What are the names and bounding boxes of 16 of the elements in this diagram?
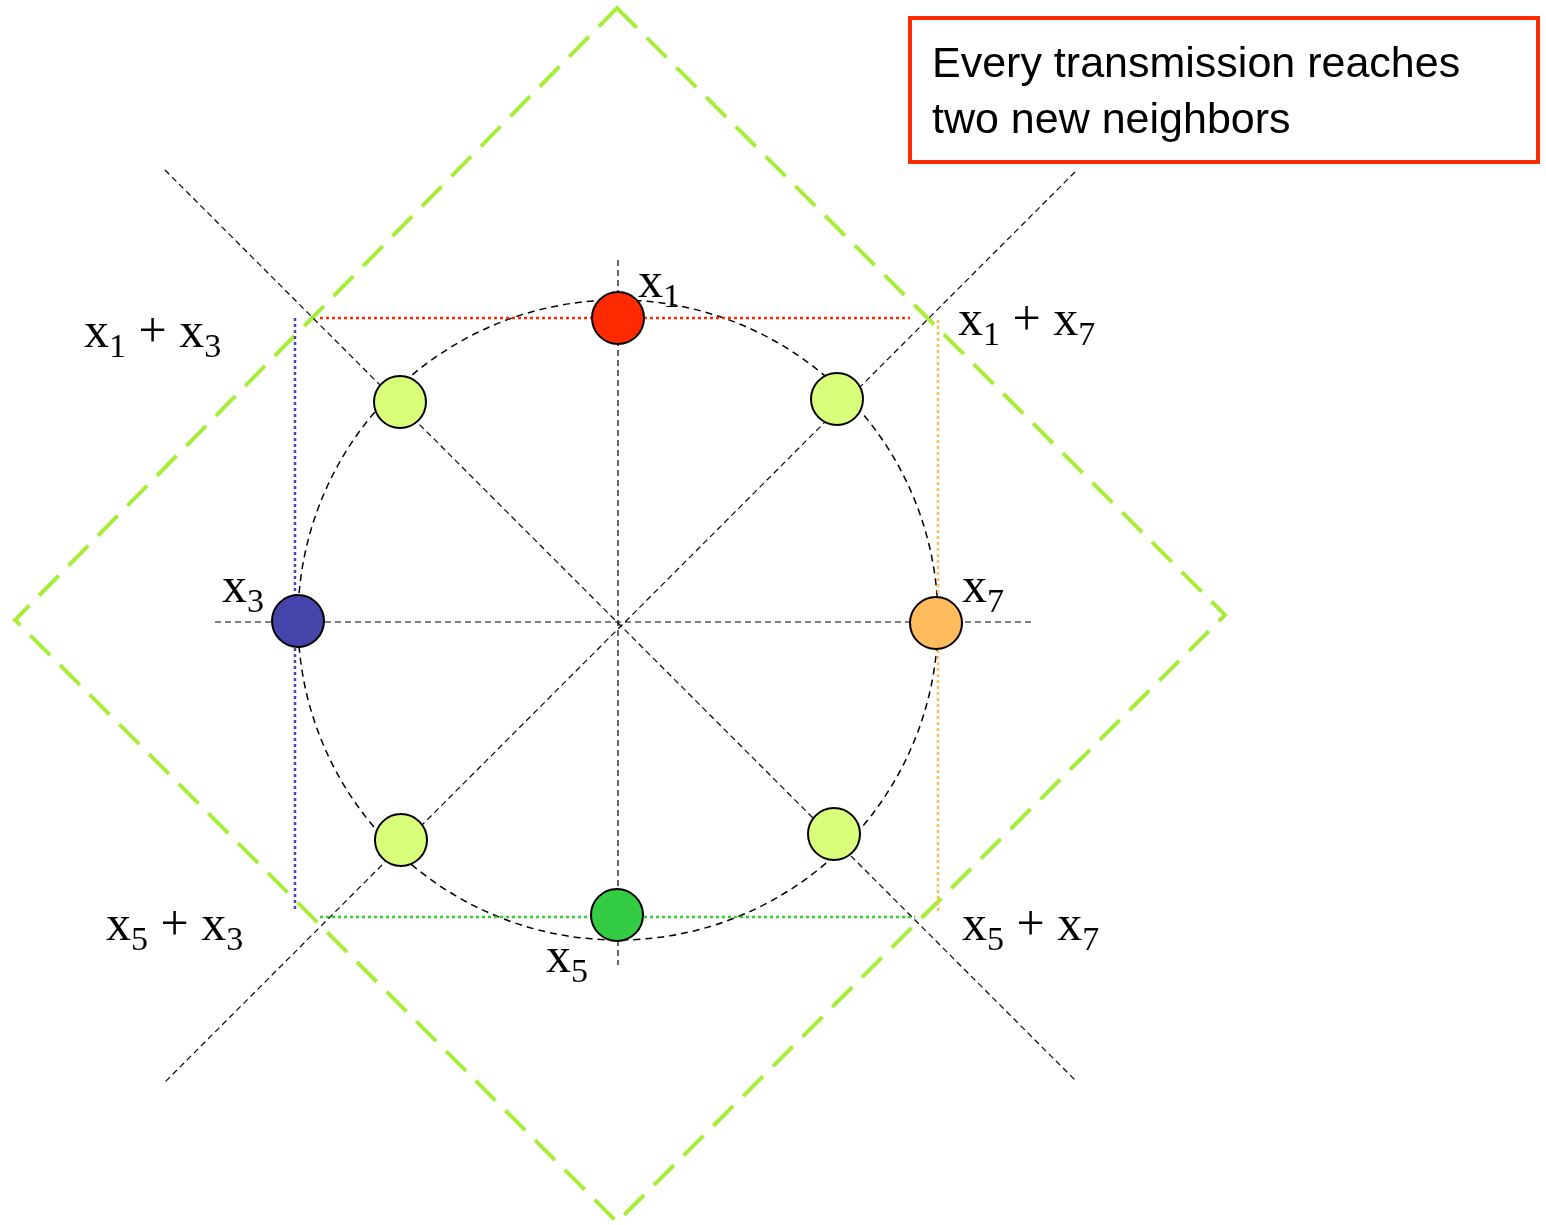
variable-label: x$_{5}$ (546, 930, 588, 980)
sum-label: x$_{1}$ + x$_{7}$ (958, 293, 1096, 343)
sum-label: x$_{5}$ + x$_{7}$ (962, 898, 1100, 948)
circle-node (374, 813, 428, 867)
circle-node (271, 594, 325, 648)
sum-label: x$_{1}$ + x$_{3}$ (84, 305, 222, 355)
variable-label: x$_{1}$ (638, 255, 680, 305)
variable-label: x$_{7}$ (962, 560, 1004, 610)
circle-node (373, 375, 427, 429)
circle-node (590, 888, 644, 942)
variable-label: x$_{3}$ (222, 560, 264, 610)
sum-label: x$_{5}$ + x$_{3}$ (106, 898, 244, 948)
circle-node (909, 596, 963, 650)
note-box: Every transmission reaches two new neighbors (908, 16, 1540, 164)
circle-node (810, 372, 864, 426)
circle-node (807, 807, 861, 861)
